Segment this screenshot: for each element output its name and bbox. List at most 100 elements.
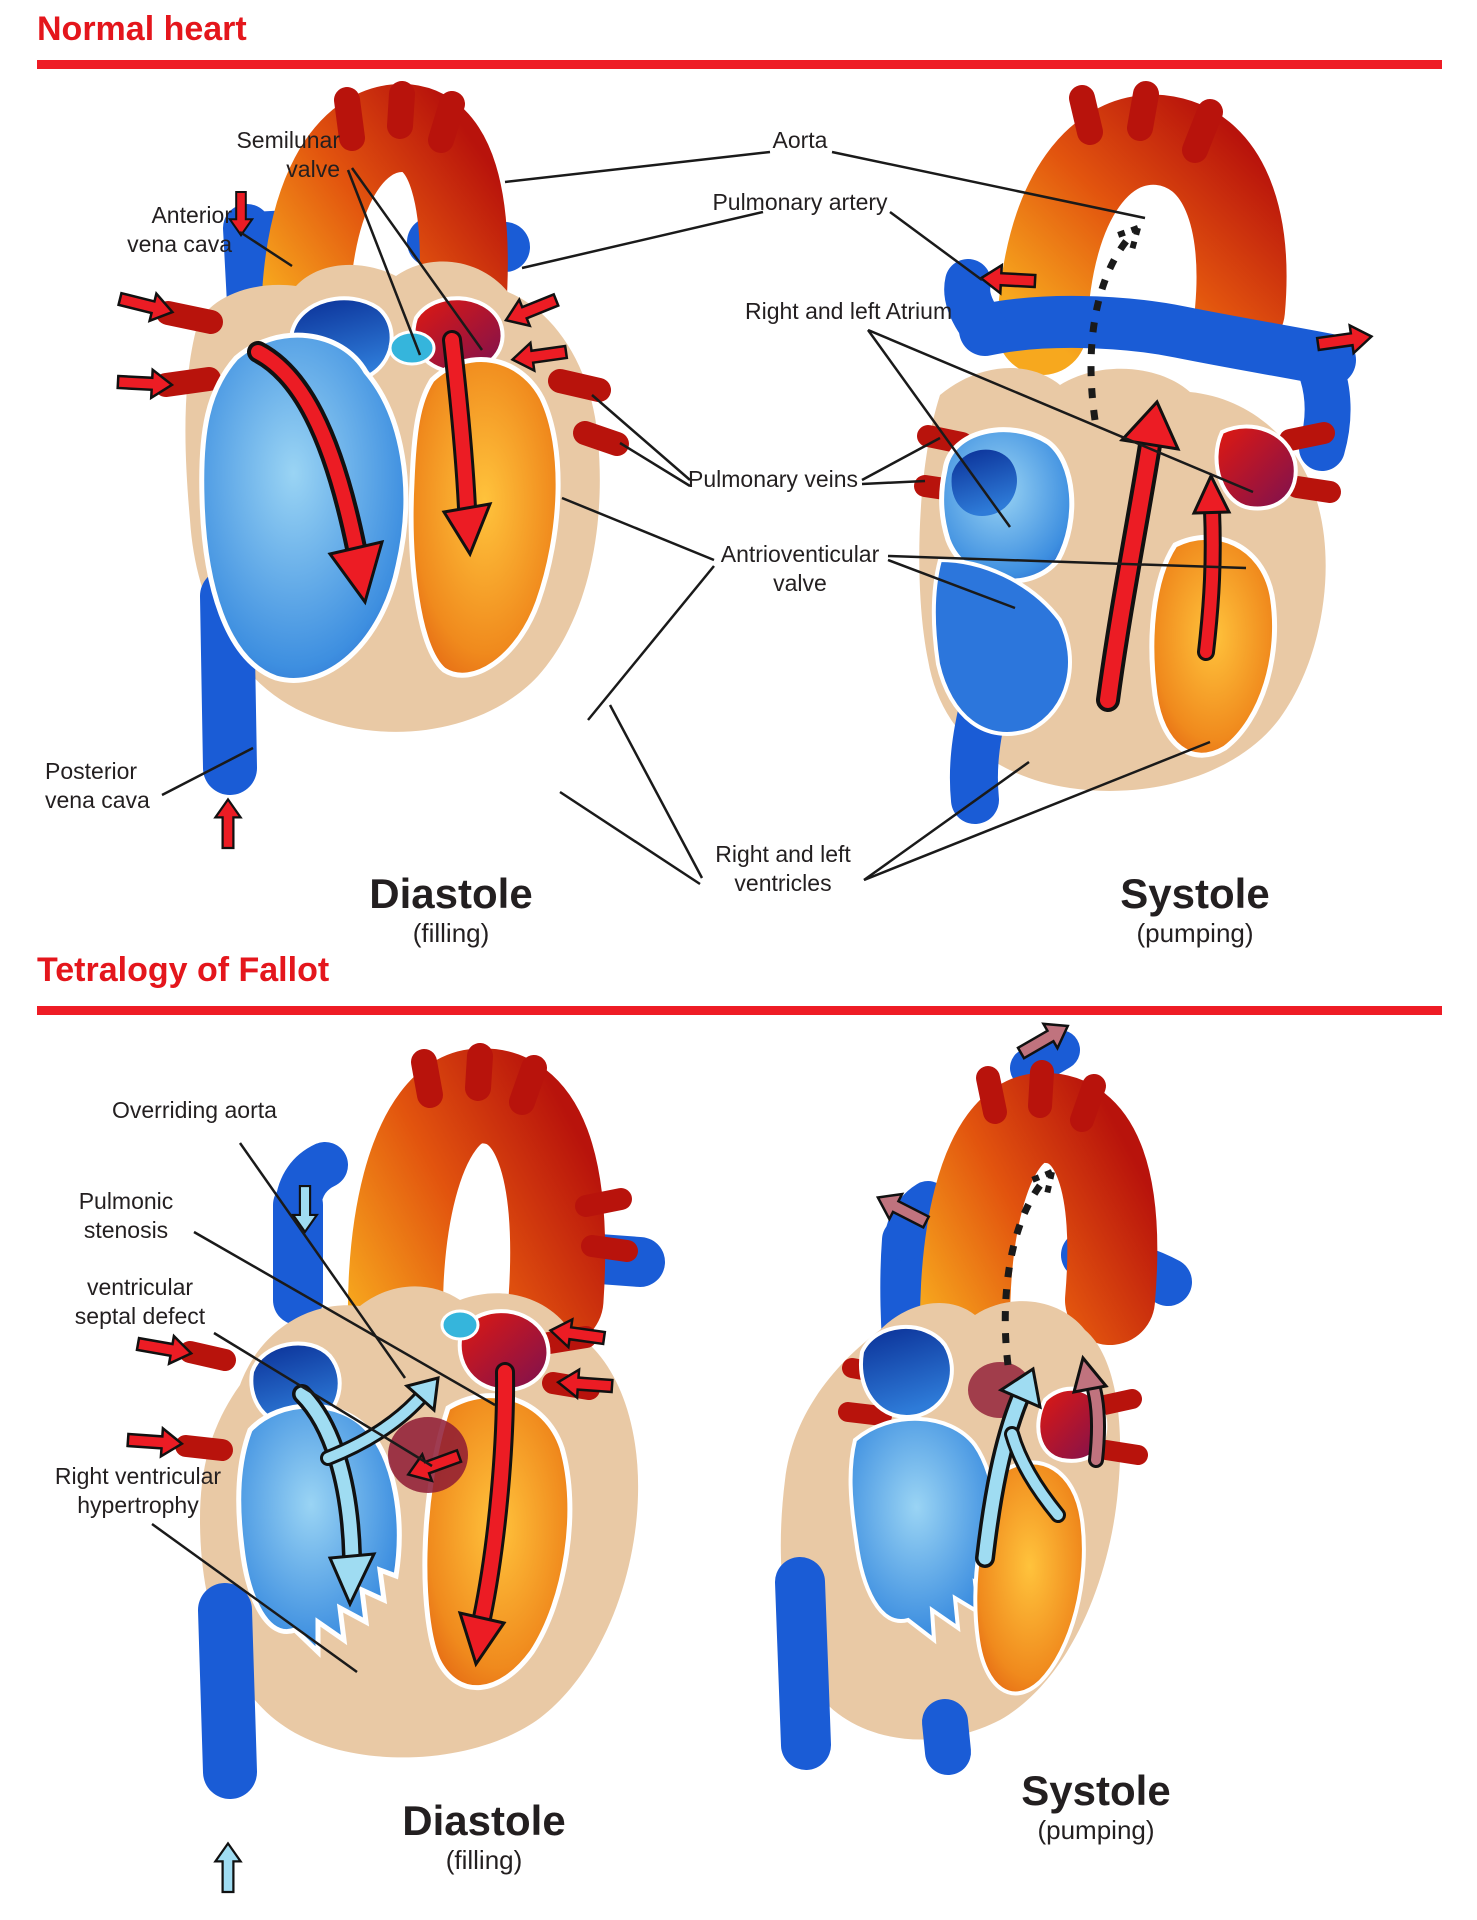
pointer-pv-right-2 [861,479,926,486]
aorta-arch [997,94,1287,375]
caption-systole-fallot: Systole (pumping) [976,1767,1216,1846]
flow-arrow-left-heart [457,1362,516,1668]
pointer-pulmonic-stenosis [193,1230,496,1407]
section-title-normal-heart: Normal heart [37,10,247,48]
right-ventricle [931,557,1072,736]
pointer-anterior-cava [239,230,293,268]
label-line: stenosis [83,1217,169,1243]
flow-arrow-small-up [1191,472,1232,661]
cyan-flow-branch [1004,1426,1066,1523]
heart-normal-diastole [115,81,629,850]
pointer-rvh [151,1522,358,1674]
label-line: ventricular [86,1274,194,1300]
pointer-av-right-1 [887,558,1016,610]
muted-flow-up [1071,1354,1109,1468]
pointer-lines [151,150,1254,1674]
label-line: vena cava [127,231,232,257]
cyan-flow-up [975,1366,1042,1568]
stenotic-valve-area [440,1309,480,1341]
label-line: Antrioventicular [720,541,880,567]
aorta-branches [411,1043,547,1115]
label-line: Pulmonic [78,1188,174,1214]
right-ventricle [199,332,409,683]
caption-title: Systole [1021,1767,1171,1814]
right-atrium-shadow [951,449,1017,517]
pointer-semilunar-2 [350,167,484,351]
label-right-left-atrium: Right and left Atrium [745,298,953,324]
left-atrium [457,1309,551,1393]
pointer-pv-right-1 [861,436,941,482]
pointer-pa-right [889,210,983,282]
label-line: vena cava [45,787,150,813]
aorta-branches [1069,81,1223,163]
caption-sub: (filling) [412,918,490,948]
label-pulmonary-artery: Pulmonary artery [712,189,888,215]
pointer-av-right-2 [887,554,1247,570]
flow-arrow-left-heart [441,330,493,558]
caption-title: Systole [1120,870,1270,917]
pointer-ventricles-l1 [559,790,701,886]
caption-title: Diastole [369,870,533,917]
section-title-tetralogy: Tetralogy of Fallot [37,951,330,989]
flow-arrow-main-up [1096,399,1181,712]
pointer-av-left-1 [561,496,715,562]
pointer-atrium-2 [867,328,1254,494]
label-aorta: Aorta [772,127,828,153]
pointer-pv-left-2 [619,441,691,488]
aorta-branches [334,81,465,153]
label-line: valve [286,156,340,182]
pointer-aorta-right [831,150,1146,220]
heart-normal-systole [914,81,1375,824]
pointer-ventricles-r1 [863,760,1030,882]
label-ventricular-septal-defect: ventricular septal defect [60,1273,220,1331]
overriding-aorta-arch [919,1072,1158,1437]
left-atrium [1214,424,1298,511]
pointer-pa-left [521,210,764,270]
label-line: hypertrophy [77,1492,199,1518]
caption-title: Diastole [402,1797,566,1844]
pointer-posterior-cava [161,746,254,797]
label-posterior-vena-cava: Posterior vena cava [45,757,205,815]
label-pulmonary-veins: Pulmonary veins [688,466,859,492]
pointer-pv-left-1 [591,394,691,481]
pointer-aorta-left [504,150,771,184]
label-semilunar-valve: Semilunar valve [180,126,340,184]
caption-diastole-normal: Diastole (filling) [331,870,571,949]
label-line: septal defect [74,1303,206,1329]
pulmonary-artery-band [959,295,1356,386]
label-right-ventricular-hypertrophy: Right ventricular hypertrophy [43,1462,233,1520]
dashed-flow-arc [1001,1169,1055,1366]
label-anterior-vena-cava: Anterior vena cava [60,201,232,259]
pointer-semilunar-1 [346,169,422,356]
pulmonary-vein-stubs [154,301,629,456]
label-line: ventricles [734,870,832,896]
pointer-ventricles-l2 [608,704,704,879]
label-pulmonic-stenosis: Pulmonic stenosis [66,1187,186,1245]
caption-diastole-fallot: Diastole (filling) [364,1797,604,1876]
heart-fallot-diastole [125,1043,665,1894]
label-line: Posterior [45,758,138,784]
label-right-left-ventricles: Right and left ventricles [683,840,883,898]
pointer-av-left-2 [587,565,715,721]
right-atrium [859,1324,954,1419]
inferior-vena-cava [198,1583,257,1799]
label-overriding-aorta: Overriding aorta [112,1097,277,1123]
flow-arrow-right-heart [247,341,385,606]
section-rule-tetralogy [37,1006,1442,1015]
caption-sub: (pumping) [1037,1815,1155,1845]
caption-sub: (filling) [445,1845,523,1875]
heart-fallot-systole [775,1012,1192,1775]
section-rule-normal [37,60,1442,69]
pointer-ventricles-r2 [863,740,1211,882]
caption-sub: (pumping) [1136,918,1254,948]
label-antrioventicular-valve: Antrioventicular valve [700,540,900,598]
aorta-branches [976,1060,1106,1132]
cyan-flow-to-aorta [320,1375,440,1466]
dashed-flow-arc [1087,225,1141,421]
pulmonary-artery-stub [944,259,1008,353]
bottom-vessel-tip [922,1699,971,1775]
svc-hook [275,1142,348,1228]
inferior-vena-cava [775,1557,831,1770]
